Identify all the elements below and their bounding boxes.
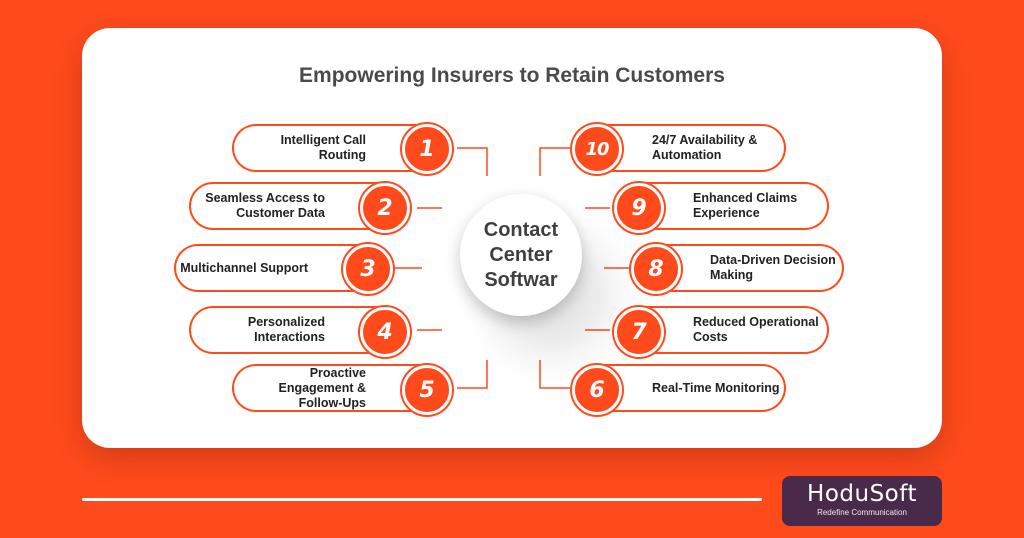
brand-logo: HoduSoft Redefine Communication <box>782 476 942 526</box>
item-5-number: 5 <box>402 365 452 415</box>
connector-5 <box>457 360 488 389</box>
item-7: Reduced Operational Costs <box>637 306 829 354</box>
item-6-label: Real-Time Monitoring <box>652 380 780 395</box>
item-3-label: Multichannel Support <box>180 260 308 275</box>
center-hub: Contact Center Softwar <box>460 194 582 316</box>
item-10-number: 10 <box>572 124 622 174</box>
item-6-number: 6 <box>572 365 622 415</box>
item-10-label: 24/7 Availability & Automation <box>652 133 758 162</box>
item-8-number: 8 <box>631 244 681 294</box>
infographic-card: Empowering Insurers to Retain Customers … <box>82 28 942 448</box>
item-1: Intelligent Call Routing <box>232 124 422 172</box>
item-8-label: Data-Driven Decision Making <box>710 253 836 282</box>
item-3: Multichannel Support <box>174 244 364 292</box>
center-line-1: Contact <box>483 218 559 241</box>
item-9-label: Enhanced Claims Experience <box>693 191 798 220</box>
connector-6 <box>539 360 570 389</box>
item-2-label: Seamless Access to Customer Data <box>205 191 325 220</box>
item-8: Data-Driven Decision Making <box>654 244 844 292</box>
item-4-label: Personalized Interactions <box>247 315 325 344</box>
connector-10 <box>539 147 570 176</box>
center-line-3: Softwar <box>484 268 558 291</box>
item-2-number: 2 <box>360 183 410 233</box>
item-5-label: Proactive Engagement & Follow-Ups <box>278 365 366 410</box>
item-1-label: Intelligent Call Routing <box>280 133 366 162</box>
item-6: Real-Time Monitoring <box>596 364 786 412</box>
brand-tagline: Redefine Communication <box>817 508 907 517</box>
item-7-label: Reduced Operational Costs <box>693 315 819 344</box>
infographic-title: Empowering Insurers to Retain Customers <box>299 64 725 87</box>
item-10: 24/7 Availability & Automation <box>596 124 786 172</box>
item-5: Proactive Engagement & Follow-Ups <box>232 364 422 412</box>
item-9-number: 9 <box>614 183 664 233</box>
item-7-number: 7 <box>614 307 664 357</box>
connector-1 <box>457 147 488 176</box>
brand-name: HoduSoft <box>807 481 917 507</box>
item-4: Personalized Interactions <box>189 306 381 354</box>
connector-lines <box>394 147 632 389</box>
item-3-number: 3 <box>343 244 393 294</box>
footer-divider <box>82 498 762 501</box>
item-9: Enhanced Claims Experience <box>637 182 829 230</box>
item-1-number: 1 <box>402 124 452 174</box>
center-line-2: Center <box>489 243 553 266</box>
item-4-number: 4 <box>360 307 410 357</box>
item-2: Seamless Access to Customer Data <box>189 182 381 230</box>
